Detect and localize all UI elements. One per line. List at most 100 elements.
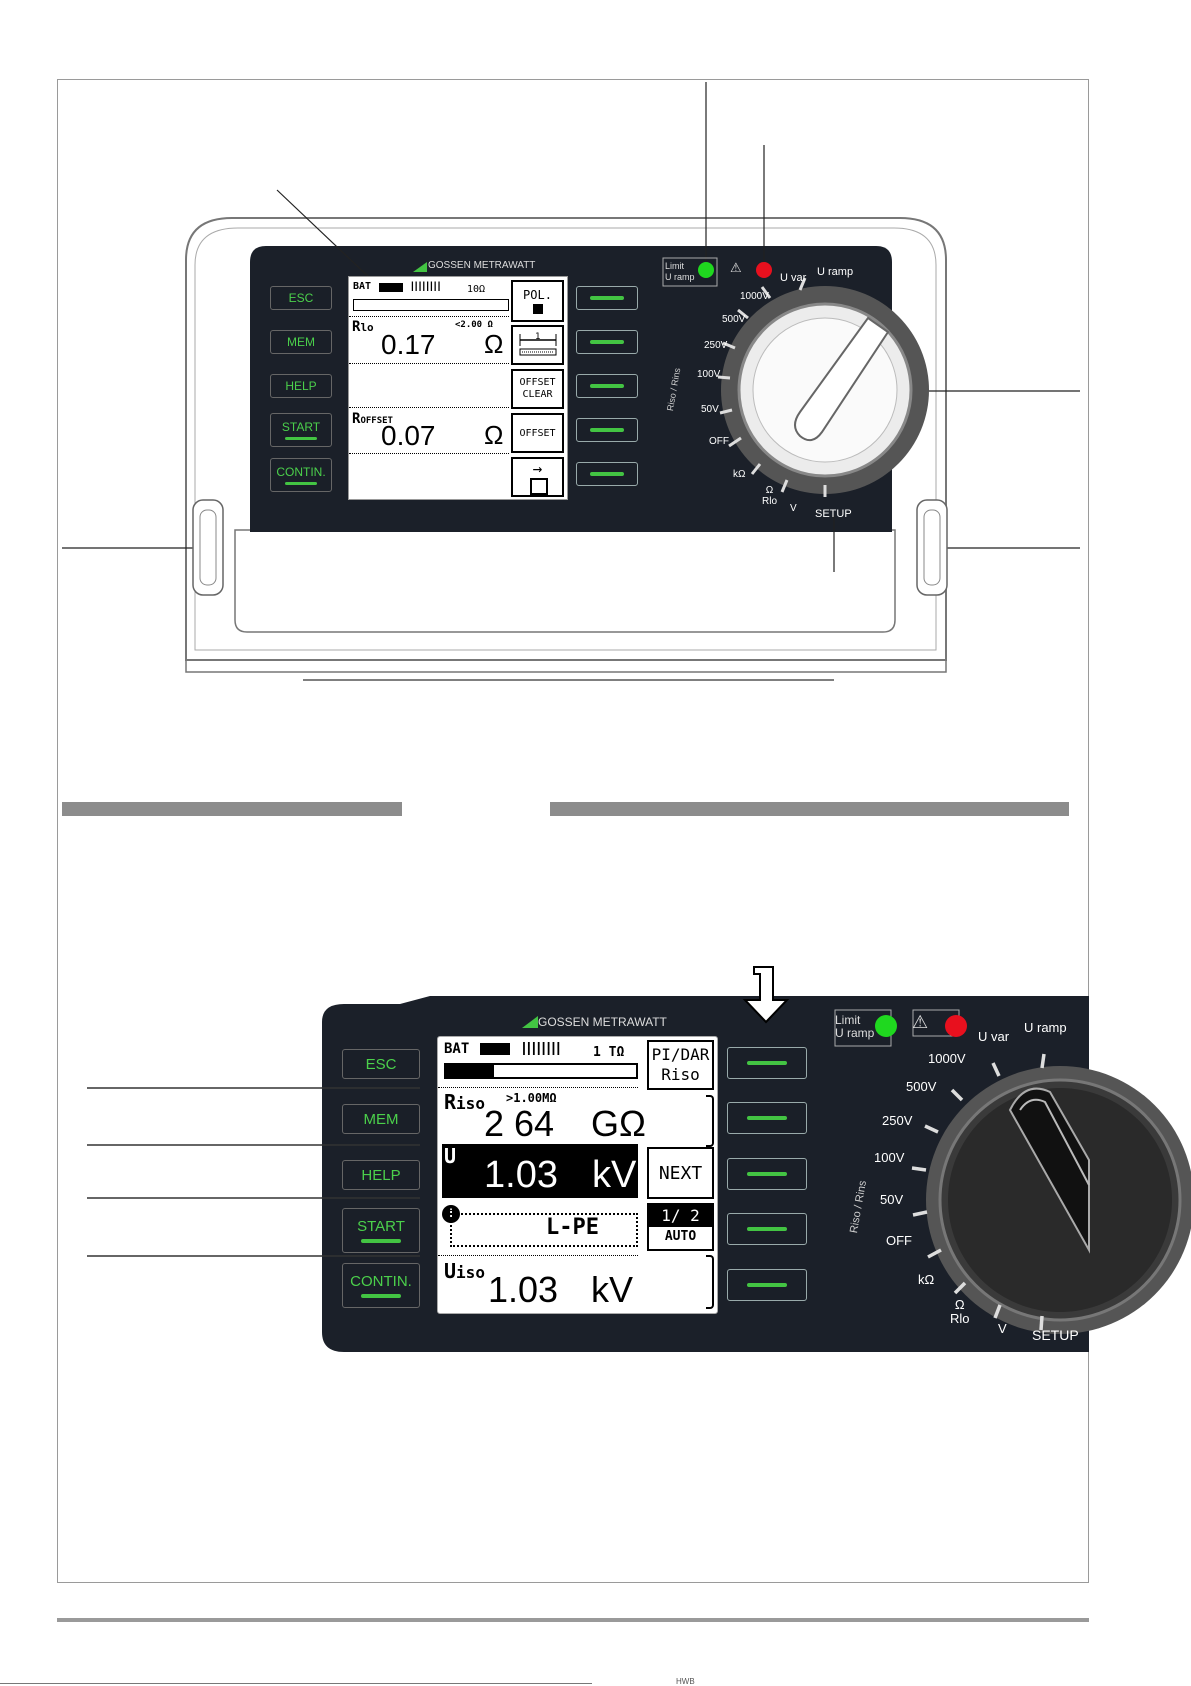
rlo-limit: <2.00 Ω — [455, 320, 493, 330]
footer-line — [0, 1683, 592, 1684]
voltage-row: U 1.03 kV — [442, 1144, 638, 1198]
dial-label-v: V — [790, 503, 797, 514]
top-lcd-screen: BAT |||||||| 10Ω Rlo <2.00 Ω 0.17 Ω ROFF… — [348, 276, 568, 500]
roffset-unit: Ω — [484, 420, 504, 450]
brand-top: GOSSEN METRAWATT — [428, 260, 536, 271]
dial-label-setup-bottom: SETUP — [1032, 1327, 1079, 1343]
pol-icon — [532, 304, 543, 314]
range-label-top: 10Ω — [467, 284, 486, 295]
contin-button-top[interactable]: CONTIN. — [270, 458, 332, 492]
softkey-button-2-top[interactable] — [576, 330, 638, 354]
softkey-bracket-2 — [706, 1095, 714, 1147]
dial-label-uramp: U ramp — [817, 266, 854, 278]
softkey-button-2[interactable] — [727, 1102, 807, 1134]
dial-label-off-bottom: OFF — [886, 1233, 912, 1248]
dial-label-500v: 500V — [722, 314, 746, 325]
memory-icon — [529, 478, 548, 495]
battery-label-top: BAT — [353, 281, 372, 292]
signal-bars-top: |||||||| — [411, 281, 442, 292]
u-label: U — [444, 1144, 457, 1168]
riso-unit: GΩ — [591, 1103, 646, 1144]
softkey-button-4[interactable] — [727, 1213, 807, 1245]
brand-bottom: GOSSEN METRAWATT — [538, 1015, 667, 1029]
roffset-label: ROFFSET — [352, 411, 393, 427]
softkey-button-3-top[interactable] — [576, 374, 638, 398]
softkey-button-3[interactable] — [727, 1158, 807, 1190]
softkey-bracket-5 — [706, 1255, 714, 1309]
page-indicator: 1/ 2 — [649, 1205, 712, 1227]
u-unit: kV — [592, 1154, 637, 1196]
info-value: L-PE — [546, 1215, 599, 1240]
info-box — [450, 1213, 638, 1247]
esc-button-top[interactable]: ESC — [270, 286, 332, 310]
start-button[interactable]: START — [342, 1208, 420, 1253]
help-button[interactable]: HELP — [342, 1160, 420, 1190]
warning-icon: ⚠ — [730, 260, 742, 275]
esc-button[interactable]: ESC — [342, 1049, 420, 1079]
dial-label-50v: 50V — [701, 404, 719, 415]
probe-softkey[interactable]: 1 — [511, 325, 564, 365]
dial-label-250v: 250V — [704, 340, 728, 351]
save-softkey[interactable]: → — [511, 457, 564, 497]
mem-button[interactable]: MEM — [342, 1104, 420, 1134]
dial-label-v-bottom: V — [998, 1321, 1007, 1336]
dial-label-250v-bottom: 250V — [882, 1113, 913, 1128]
offset-softkey[interactable]: OFFSET — [511, 413, 564, 453]
section-bar-left — [62, 802, 402, 816]
start-button-top[interactable]: START — [270, 413, 332, 447]
pol-softkey[interactable]: POL. — [511, 280, 564, 322]
dial-label-setup: SETUP — [815, 508, 852, 520]
page-frame — [57, 79, 1089, 1583]
dial-label-uvar: U var — [780, 272, 807, 284]
dial-label-kohm-bottom: kΩ — [918, 1272, 935, 1287]
footer-text: HWB — [676, 1677, 695, 1686]
battery-icon — [480, 1043, 510, 1055]
page-auto-softkey[interactable]: 1/ 2 AUTO — [647, 1203, 714, 1251]
riso-label: Riso — [444, 1090, 485, 1114]
dial-label-500v-bottom: 500V — [906, 1079, 937, 1094]
dial-label-100v: 100V — [697, 369, 721, 380]
uiso-unit: kV — [591, 1269, 634, 1310]
softkey-button-5[interactable] — [727, 1269, 807, 1301]
dial-label-kohm: kΩ — [733, 469, 746, 480]
dial-label-uvar-bottom: U var — [978, 1029, 1010, 1044]
offset-clear-softkey[interactable]: OFFSET CLEAR — [511, 369, 564, 409]
softkey-button-4-top[interactable] — [576, 418, 638, 442]
next-softkey[interactable]: NEXT — [647, 1147, 714, 1199]
bottom-lcd-screen: BAT |||||||| 1 TΩ Riso >1.00MΩ 2 64 GΩ U… — [437, 1036, 718, 1314]
svg-text:1: 1 — [535, 332, 540, 342]
dial-label-50v-bottom: 50V — [880, 1192, 904, 1207]
riso-value: 2 64 — [484, 1103, 555, 1144]
dial-label-100v-bottom: 100V — [874, 1150, 905, 1165]
help-button-top[interactable]: HELP — [270, 374, 332, 398]
u-value: 1.03 — [484, 1154, 558, 1196]
mem-button-top[interactable]: MEM — [270, 330, 332, 354]
rlo-label: Rlo — [352, 319, 374, 335]
bargraph-top — [353, 299, 509, 311]
range-label: 1 TΩ — [593, 1045, 625, 1060]
footer-rule — [57, 1618, 1089, 1622]
riso-limit: >1.00MΩ — [506, 1091, 557, 1105]
rlo-unit: Ω — [484, 329, 504, 359]
softkey-button-1[interactable] — [727, 1047, 807, 1079]
softkey-button-5-top[interactable] — [576, 462, 638, 486]
dial-label-uramp-bottom: U ramp — [1024, 1020, 1067, 1035]
limit-led-top — [698, 262, 714, 278]
softkey-button-1-top[interactable] — [576, 286, 638, 310]
signal-bars: |||||||| — [522, 1039, 562, 1055]
contin-button[interactable]: CONTIN. — [342, 1263, 420, 1308]
uiso-label: Uiso — [444, 1259, 485, 1283]
uiso-value: 1.03 — [488, 1269, 559, 1310]
roffset-value: 0.07 — [381, 420, 436, 451]
probe-length-icon: 1 — [519, 332, 556, 356]
battery-icon-top — [379, 283, 403, 292]
dial-label-1000v: 1000V — [740, 291, 769, 302]
dial-label-1000v-bottom: 1000V — [928, 1051, 966, 1066]
warning-icon-bottom: ⚠ — [912, 1012, 929, 1032]
limit-led-bottom — [875, 1015, 897, 1037]
warning-led-bottom — [945, 1015, 967, 1037]
auto-label: AUTO — [664, 1229, 697, 1244]
dial-label-off: OFF — [709, 436, 729, 447]
